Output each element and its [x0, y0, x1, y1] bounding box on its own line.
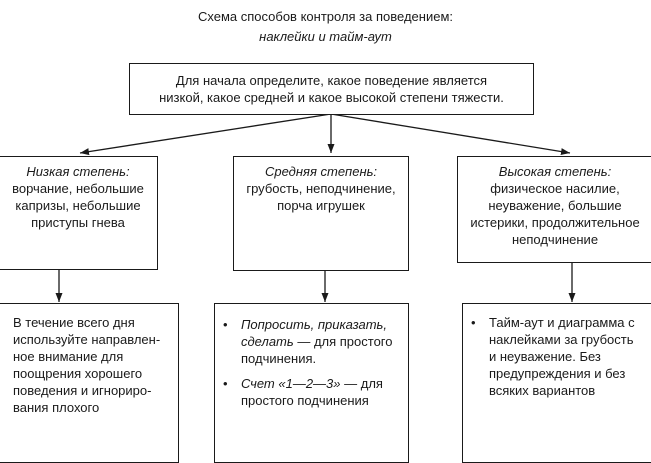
high-action-line: Тайм-аут и диаграмма с: [489, 315, 635, 330]
diagram-title: Схема способов контроля за поведением: н…: [0, 8, 651, 46]
medium-action-list: Попросить, приказать, сделать — для прос…: [215, 316, 408, 409]
arrow-top-to-low: [79, 113, 332, 156]
low-action-line: В течение всего дня: [13, 315, 135, 330]
low-action-box: В течение всего дня используйте направле…: [0, 303, 179, 463]
instruction-box: Для начала определите, какое поведение я…: [129, 63, 534, 115]
instruction-line-1: Для начала определите, какое поведение я…: [175, 73, 488, 88]
arrow-top-to-high: [330, 113, 571, 156]
high-severity-line: истерики, продолжительное: [470, 215, 640, 230]
high-severity-heading: Высокая степень:: [498, 164, 612, 179]
high-severity-line: неподчинение: [511, 232, 599, 247]
title-line-1: Схема способов контроля за поведением:: [197, 9, 453, 24]
medium-action-item2-l1-italic: Счет «1—2—3»: [241, 376, 341, 391]
medium-action-item1-l2-rest: — для простого: [293, 334, 393, 349]
high-action-line: предупреждения и без: [489, 366, 626, 381]
low-severity-line: капризы, небольшие: [15, 198, 141, 213]
high-action-line: наклейками за грубость: [489, 332, 634, 347]
high-severity-box: Высокая степень: физическое насилие, неу…: [457, 156, 651, 263]
list-item: Счет «1—2—3» — для простого подчинения: [215, 375, 408, 409]
medium-action-item1-l3: подчинения.: [241, 351, 317, 366]
medium-severity-heading: Средняя степень:: [264, 164, 378, 179]
instruction-line-2: низкой, какое средней и какое высокой ст…: [159, 90, 504, 105]
low-action-line: вания плохого: [13, 400, 100, 415]
low-severity-line: приступы гнева: [31, 215, 125, 230]
title-line-2: наклейки и тайм-аут: [259, 29, 392, 44]
medium-action-box: Попросить, приказать, сделать — для прос…: [214, 303, 409, 463]
low-severity-heading: Низкая степень:: [26, 164, 130, 179]
medium-action-item1-l2-italic: сделать: [241, 334, 294, 349]
medium-severity-box: Средняя степень: грубость, неподчинение,…: [233, 156, 409, 271]
low-action-line: используйте направлен-: [13, 332, 161, 347]
medium-action-item2-l1-rest: — для: [340, 376, 383, 391]
low-severity-box: Низкая степень: ворчание, небольшие капр…: [0, 156, 158, 270]
medium-action-item2-l2: простого подчинения: [241, 393, 369, 408]
medium-severity-line: порча игрушек: [277, 198, 365, 213]
high-action-box: Тайм-аут и диаграмма с наклейками за гру…: [462, 303, 651, 463]
high-severity-line: неуважение, большие: [488, 198, 622, 213]
low-action-line: ное внимание для: [13, 349, 124, 364]
high-action-line: и неуважение. Без: [489, 349, 601, 364]
connector-arrows: [55, 113, 576, 302]
medium-severity-line: грубость, неподчинение,: [246, 181, 396, 196]
high-action-line: всяких вариантов: [489, 383, 596, 398]
list-item: Тайм-аут и диаграмма с наклейками за гру…: [463, 314, 651, 399]
low-action-line: поведения и игнориро-: [13, 383, 152, 398]
high-severity-line: физическое насилие,: [490, 181, 620, 196]
high-action-list: Тайм-аут и диаграмма с наклейками за гру…: [463, 314, 651, 399]
medium-action-item1-l1: Попросить, приказать,: [241, 317, 387, 332]
low-action-line: поощрения хорошего: [13, 366, 143, 381]
low-severity-line: ворчание, небольшие: [12, 181, 144, 196]
list-item: Попросить, приказать, сделать — для прос…: [215, 316, 408, 367]
